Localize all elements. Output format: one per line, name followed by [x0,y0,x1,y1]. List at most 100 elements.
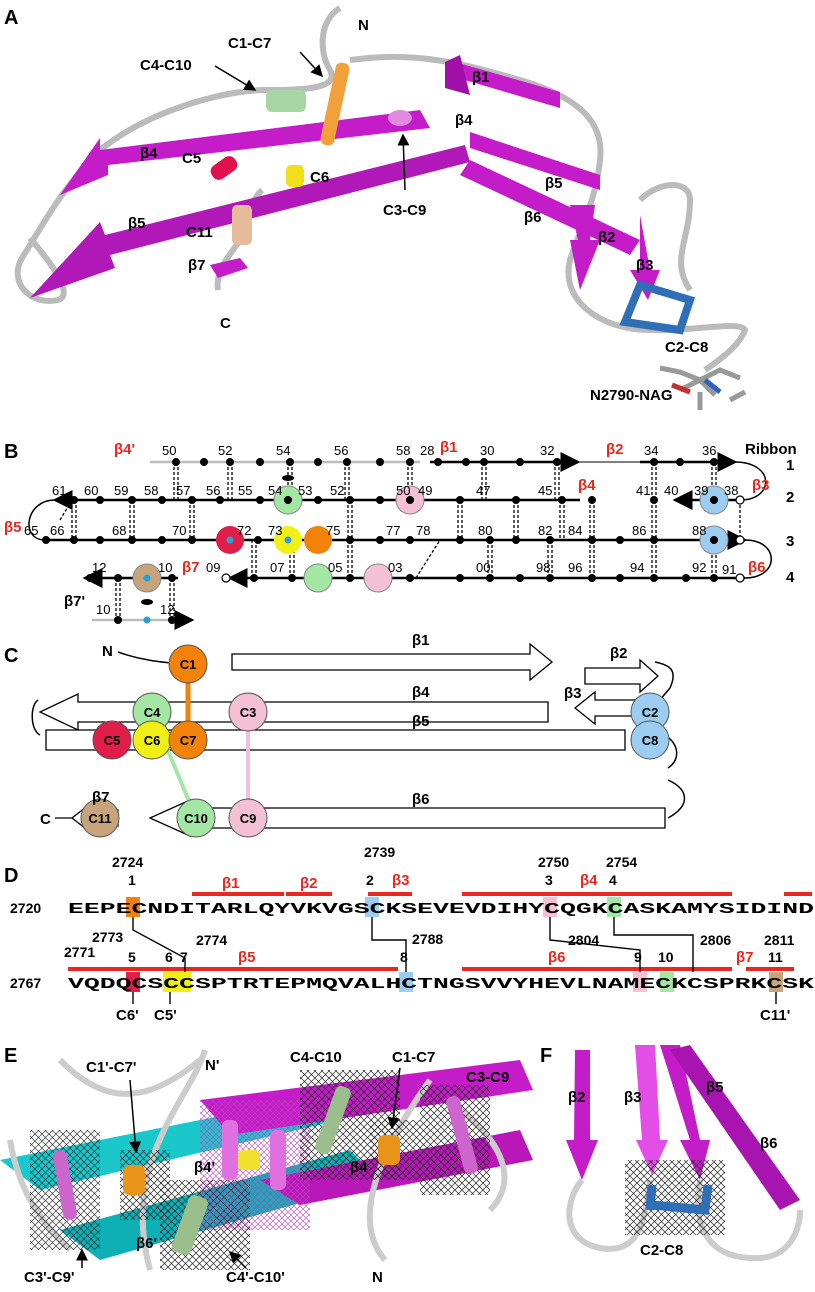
strand-b4-right [470,132,600,190]
d-label-b3: β3 [392,872,410,889]
strand-b6 [460,160,640,255]
ribbon-title: Ribbon [745,441,797,458]
c-circle-c9 [228,798,268,838]
e-label-c3-c9: C3-C9 [466,1069,509,1086]
e-c6-stick [238,1150,260,1170]
svg-text:59: 59 [114,483,128,498]
panel-a-label: A [4,7,18,29]
d-idx-11: 11 [768,949,783,965]
c-loop-b6 [667,779,686,819]
nag-glycan [659,365,747,410]
c-strand-b1 [231,642,554,682]
d-num-2774: 2774 [196,932,227,948]
svg-text:45: 45 [538,483,552,498]
svg-text:77: 77 [386,523,400,538]
d-hl-c3 [543,897,557,917]
ss-c2-c8 [619,280,696,335]
c-lab-c2: C2 [642,705,659,720]
b-label-b1: β1 [440,439,458,456]
d-label-b7: β7 [736,949,754,966]
e-arrow-c4p [228,1250,247,1269]
ss-c3-c9 [388,110,412,126]
svg-text:86: 86 [632,523,646,538]
coil-a-3 [637,182,694,292]
c-c-term: C [40,811,51,828]
svg-text:84: 84 [568,523,582,538]
a-arrow-c4c10 [214,65,257,91]
cys-c6 [286,165,304,187]
f-label-b3: β3 [624,1089,642,1106]
e-label-c3p-c9p: C3'-C9' [24,1269,74,1286]
d-idx-9: 9 [634,949,642,965]
d-partner-c6p: C6' [116,1007,139,1024]
f-label-c2-c8: C2-C8 [640,1242,683,1259]
d-partner-c5p: C5' [154,1007,177,1024]
e-c4p-c10p [172,1195,208,1255]
f-strand-b3 [635,1045,668,1175]
b-label-b3: β3 [752,477,770,494]
row3-numbers: 65 66 68 70 72 73 75 77 78 80 82 84 86 8… [24,523,706,538]
turn-1-2 [734,461,767,501]
a-arrow-c1c7 [299,51,324,78]
e-label-c4p-c10p: C4'-C10' [226,1269,285,1286]
turn-3-4 [744,539,772,579]
d-num-2804: 2804 [568,932,599,948]
svg-text:50: 50 [162,443,176,458]
c-loop-b4b5 [31,699,41,736]
c-circle-c7 [168,720,208,760]
a-label-c3c9: C3-C9 [383,202,426,219]
a-label-c1c7: C1-C7 [228,35,271,52]
d-idx-7: 7 [180,949,188,965]
svg-text:38: 38 [724,483,738,498]
svg-text:70: 70 [172,523,186,538]
svg-text:32: 32 [540,443,554,458]
b-cys-c9 [363,563,393,593]
svg-text:50: 50 [396,483,410,498]
a-label-glycan: N2790-NAG [590,387,673,404]
e-coil-2 [139,1049,208,1271]
svg-text:96: 96 [568,560,582,575]
residue-dots [42,458,718,624]
strand-b5 [30,145,470,298]
svg-text:92: 92 [692,560,706,575]
panel-c: C C1 C2 C3 C4 C [4,632,686,838]
b-label-b2: β2 [606,441,624,458]
a-label-b6: β6 [524,209,542,226]
svg-text:47: 47 [476,483,490,498]
e-c5-stick [222,1120,238,1180]
svg-text:60: 60 [84,483,98,498]
row5-num-10: 10 [96,602,110,617]
svg-text:91: 91 [722,562,736,577]
d-line2-seq: VQDQCSCCSPTRTEPMQVALHCTNGSVVYHEVLNAMECKC… [68,976,814,993]
a-label-c6: C6 [310,169,329,186]
ribbon-num-1: 1 [786,457,794,474]
strand-b1 [455,62,560,108]
d-idx-1: 1 [128,872,136,888]
d-strand-bars [68,892,812,971]
a-label-c11: C11 [186,224,213,241]
c-strand-b6 [148,798,666,838]
d-idx-3: 3 [545,872,553,888]
e-label-b4: β4 [350,1159,368,1176]
svg-text:55: 55 [238,483,252,498]
d-label-b1: β1 [222,875,240,892]
c-strand-b2 [584,658,659,694]
d-hl-c9 [633,972,647,992]
e-arrow-c1 [387,1067,401,1130]
d-label-b2: β2 [300,875,318,892]
svg-text:34: 34 [644,443,658,458]
b-label-b6: β6 [748,559,766,576]
ss-c1-c7 [320,62,350,146]
c-lab-c1: C1 [180,657,197,672]
svg-text:53: 53 [298,483,312,498]
e-c1p-c7p [123,1165,145,1195]
f-label-b6: β6 [760,1135,778,1152]
c-label-b7: β7 [92,789,110,806]
panel-e-label: E [4,1045,17,1067]
svg-text:80: 80 [478,523,492,538]
a-label-b7: β7 [188,257,206,274]
d-hl-c5 [126,972,140,992]
c-circle-c1 [168,644,208,684]
turn-2-3 [28,499,56,541]
